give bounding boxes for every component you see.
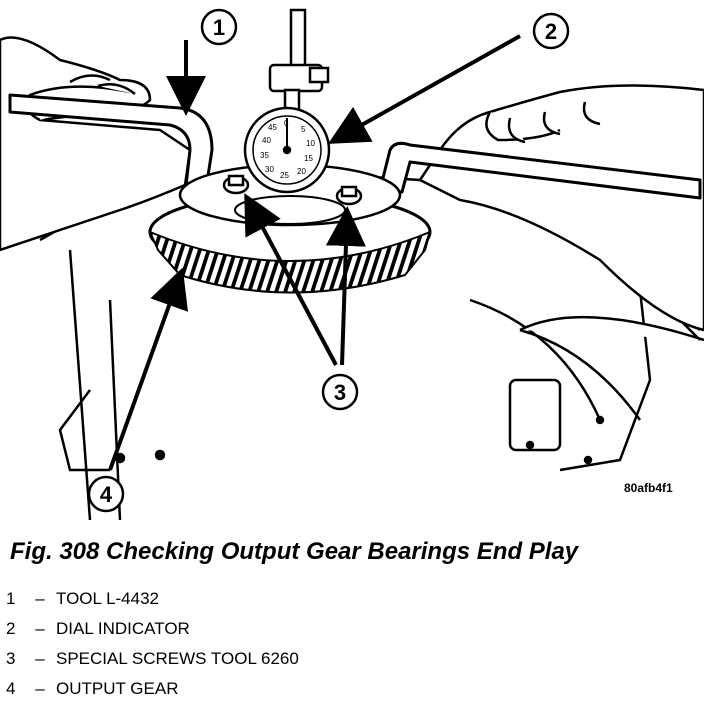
svg-text:4: 4 [100,482,113,507]
dial-mark-35: 35 [260,151,269,160]
legend-text: DIAL INDICATOR [56,619,190,638]
illustration: 0 5 10 15 20 25 30 35 40 45 1 2 3 4 80af… [0,8,704,521]
svg-text:1: 1 [213,15,225,40]
dial-mark-5: 5 [301,125,306,134]
figure-reference-code: 80afb4f1 [624,481,673,495]
dial-mark-30: 30 [265,165,274,174]
legend-item-4: 4–OUTPUT GEAR [6,679,179,698]
dial-mark-0: 0 [284,119,289,128]
callout-3: 3 [321,373,359,411]
legend-text: SPECIAL SCREWS TOOL 6260 [56,649,299,668]
callout-2: 2 [532,12,570,50]
leader-arrows [108,34,521,471]
callout-1: 1 [200,8,238,46]
dial-mark-20: 20 [297,167,306,176]
dial-indicator: 0 5 10 15 20 25 30 35 40 45 [243,8,331,194]
legend-list: 1–TOOL L-4432 2–DIAL INDICATOR 3–SPECIAL… [6,584,299,704]
legend-text: OUTPUT GEAR [56,679,179,698]
dial-mark-40: 40 [262,136,271,145]
svg-text:3: 3 [334,380,346,405]
dial-mark-45: 45 [268,123,277,132]
svg-text:2: 2 [545,19,557,44]
dial-mark-25: 25 [280,171,289,180]
legend-item-1: 1–TOOL L-4432 [6,589,160,608]
legend-item-3: 3–SPECIAL SCREWS TOOL 6260 [6,649,299,668]
legend-text: TOOL L-4432 [56,589,160,608]
figure-caption: Fig. 308 Checking Output Gear Bearings E… [10,538,579,565]
callout-4: 4 [87,475,125,513]
legend-item-2: 2–DIAL INDICATOR [6,619,190,638]
special-screws [222,174,363,206]
right-hand [418,84,704,342]
dial-mark-15: 15 [304,154,313,163]
dial-mark-10: 10 [306,139,315,148]
